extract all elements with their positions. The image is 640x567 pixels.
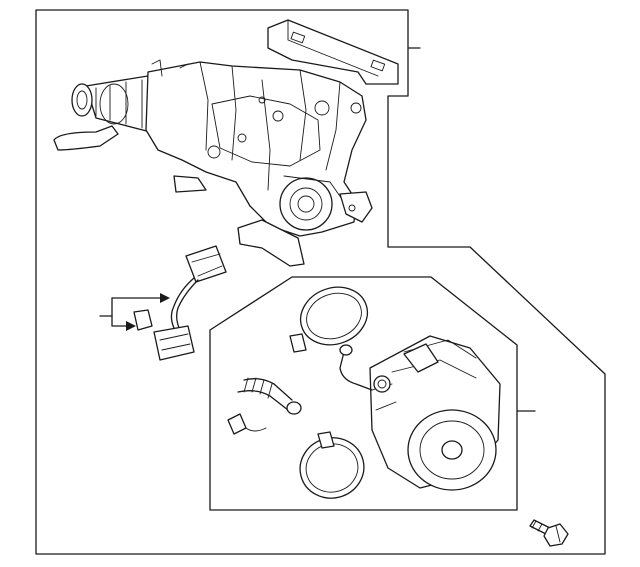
motor-group-outline (209, 276, 518, 511)
harness-clip (133, 309, 153, 331)
wire-harness (133, 245, 227, 361)
harness-wire (170, 277, 195, 333)
diagram-frame (35, 9, 606, 555)
mounting-tab-right (339, 191, 373, 223)
tilt-lever (53, 125, 119, 151)
harness-connector-upper (185, 245, 227, 283)
mounting-bolt (529, 519, 569, 547)
motor-assembly (339, 335, 501, 491)
motor-cable (227, 377, 302, 435)
callout-bracket-harness (111, 297, 129, 327)
gear-flange (279, 177, 333, 231)
callout-arrow-top (160, 293, 170, 303)
mounting-bracket (267, 19, 399, 85)
mounting-tab-left (173, 175, 207, 193)
column-housing (145, 61, 367, 237)
steering-column-assembly (53, 19, 399, 267)
gasket-upper (289, 286, 369, 353)
gasket-lower (299, 431, 365, 499)
callout-arrow-bottom (126, 321, 136, 331)
mounting-tab-lower (237, 219, 305, 267)
harness-connector-lower (153, 325, 195, 361)
